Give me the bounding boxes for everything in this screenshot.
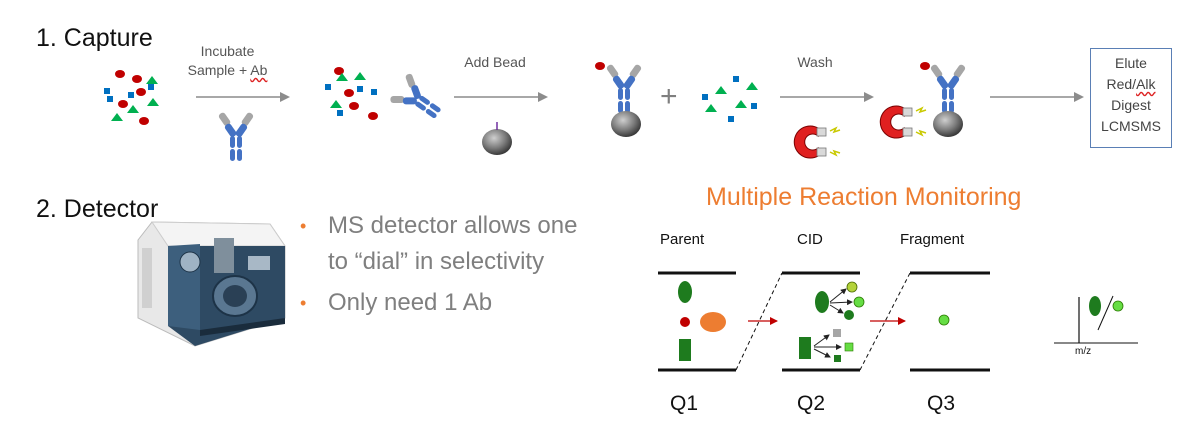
mz-axis-label: m/z xyxy=(1075,346,1092,357)
antibody-icon xyxy=(217,111,255,161)
bullet-item: • MS detector allows one to “dial” in se… xyxy=(300,208,590,280)
mass-spectrometer-image xyxy=(137,221,286,347)
q2-fragments xyxy=(799,281,865,362)
q1-ions xyxy=(678,281,726,361)
add-bead-label: Add Bead xyxy=(464,54,526,70)
quad-label-q3: Q3 xyxy=(927,392,956,415)
q3-fragment-ion xyxy=(938,314,950,326)
mz-spectrum xyxy=(1054,295,1138,344)
incubate-label: Incubate Sample + Ab xyxy=(187,43,268,78)
bullet-dot-icon: • xyxy=(300,293,307,313)
bullet-dot-icon: • xyxy=(300,216,307,236)
captured-complex xyxy=(595,62,643,137)
q3-quadrupole xyxy=(910,271,990,372)
magnet-icon xyxy=(793,125,841,159)
bullet-list: • MS detector allows one to “dial” in se… xyxy=(300,208,590,326)
mrm-title: Multiple Reaction Monitoring xyxy=(706,183,1022,211)
quad-label-q1: Q1 xyxy=(670,392,699,415)
stage-label-fragment: Fragment xyxy=(900,231,965,248)
stage-label-cid: CID xyxy=(797,231,823,248)
quad-label-q2: Q2 xyxy=(797,392,826,415)
magnet-captured-complex xyxy=(879,62,967,139)
plus-sign: + xyxy=(660,80,678,113)
elute-box: Elute Red/Alk Digest LCMSMS xyxy=(1090,48,1172,148)
sample-with-antibody xyxy=(325,67,449,130)
unbound-mixture xyxy=(702,76,758,122)
bullet-item: • Only need 1 Ab xyxy=(300,285,590,321)
stage-label-parent: Parent xyxy=(660,231,705,248)
wash-label: Wash xyxy=(797,54,833,70)
q1-quadrupole xyxy=(658,271,736,372)
capture-heading: 1. Capture xyxy=(36,24,153,52)
detector-heading: 2. Detector xyxy=(36,195,159,223)
q2-quadrupole xyxy=(782,271,860,372)
bead-icon xyxy=(482,129,512,155)
sample-mixture xyxy=(104,70,159,125)
